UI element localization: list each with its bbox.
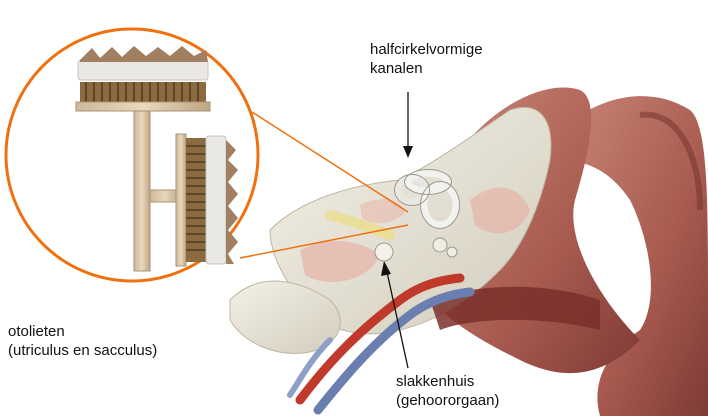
label-line: kanalen <box>370 59 483 78</box>
label-otoliths: otolieten (utriculus en sacculus) <box>8 322 157 360</box>
ossicle <box>433 238 447 252</box>
label-line: (gehoororgaan) <box>396 391 499 410</box>
utricle-model <box>76 46 210 111</box>
saccule-model <box>176 134 238 266</box>
label-line: (utriculus en sacculus) <box>8 341 157 360</box>
label-line: halfcirkelvormige <box>370 40 483 59</box>
label-cochlea: slakkenhuis (gehoororgaan) <box>396 372 499 410</box>
label-line: slakkenhuis <box>396 372 499 391</box>
otolith-callout <box>6 29 258 281</box>
cochlea <box>375 243 393 261</box>
label-line: otolieten <box>8 322 157 341</box>
ear-model <box>230 88 708 416</box>
stand-post <box>134 111 150 271</box>
ossicle-2 <box>447 247 457 257</box>
arrow-semicircular <box>403 92 413 158</box>
label-semicircular-canals: halfcirkelvormige kanalen <box>370 40 483 78</box>
